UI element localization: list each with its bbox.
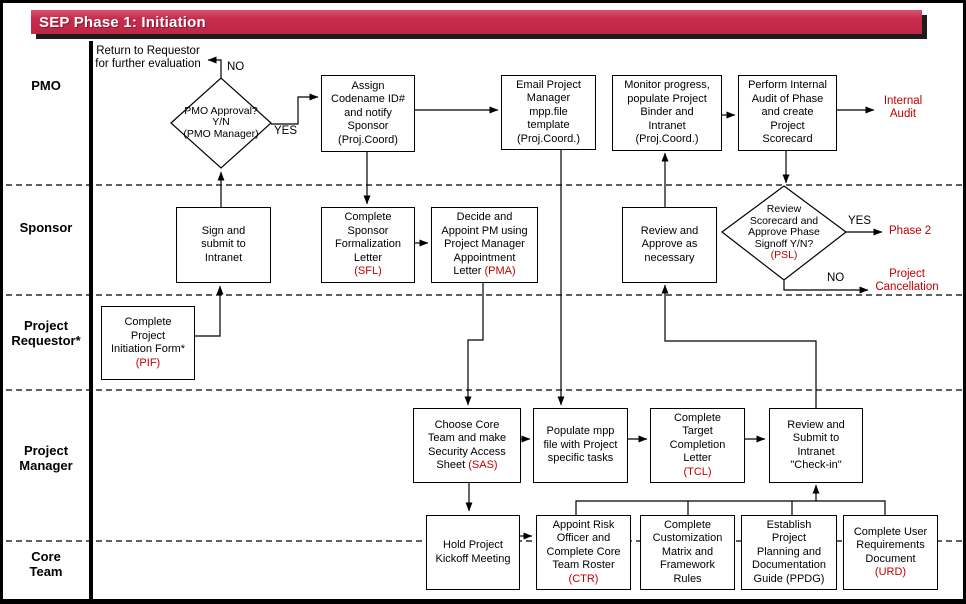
label-yes-signoff: YES bbox=[848, 215, 872, 227]
node-appoint-pm: Decide and Appoint PM using Project Mana… bbox=[431, 207, 538, 283]
node-monitor-progress: Monitor progress, populate Project Binde… bbox=[612, 75, 722, 151]
node-perform-internal-audit: Perform Internal Audit of Phase and crea… bbox=[738, 75, 837, 151]
node-user-requirements-document: Complete User Requirements Document (URD… bbox=[843, 515, 938, 590]
lane-label-separator bbox=[89, 41, 93, 599]
node-review-submit-checkin: Review and Submit to Intranet "Check-in" bbox=[769, 408, 863, 483]
node-assign-codename: Assign Codename ID# and notify Sponsor (… bbox=[321, 75, 415, 152]
lane-label-core-team: Core Team bbox=[29, 549, 63, 579]
terminal-project-cancellation: Project Cancellation bbox=[875, 268, 939, 293]
node-sign-submit-intranet: Sign and submit to Intranet bbox=[176, 207, 271, 283]
page-title: SEP Phase 1: Initiation bbox=[39, 13, 206, 31]
label-yes-approval: YES bbox=[274, 125, 298, 137]
label-no-approval: NO bbox=[227, 61, 245, 73]
node-sponsor-formalization-letter: Complete Sponsor Formalization Letter (S… bbox=[321, 207, 415, 283]
node-customization-matrix: Complete Customization Matrix and Framew… bbox=[640, 515, 735, 590]
terminal-internal-audit: Internal Audit bbox=[883, 95, 923, 120]
lane-label-project-manager: Project Manager bbox=[19, 443, 73, 473]
lane-label-sponsor: Sponsor bbox=[19, 220, 73, 235]
label-no-signoff: NO bbox=[827, 272, 845, 284]
arrows bbox=[193, 56, 886, 540]
terminal-phase-2: Phase 2 bbox=[889, 225, 932, 237]
decision-phase-signoff: Review Scorecard and Approve Phase Signo… bbox=[748, 203, 820, 262]
node-review-approve: Review and Approve as necessary bbox=[622, 207, 717, 283]
node-planning-documentation-guide: Establish Project Planning and Documenta… bbox=[741, 515, 837, 590]
node-target-completion-letter: Complete Target Completion Letter (TCL) bbox=[650, 408, 745, 483]
node-core-team-roster: Appoint Risk Officer and Complete Core T… bbox=[536, 515, 631, 590]
node-choose-core-team: Choose Core Team and make Security Acces… bbox=[413, 408, 521, 483]
decision-shapes bbox=[170, 77, 847, 281]
return-to-requestor-note: Return to Requestor for further evaluati… bbox=[95, 45, 201, 70]
decision-pmo-approval: PMO Approval? Y/N (PMO Manager) bbox=[183, 104, 259, 140]
node-populate-mpp: Populate mpp file with Project specific … bbox=[533, 408, 628, 483]
connector-layer bbox=[6, 56, 963, 542]
lane-label-pmo: PMO bbox=[31, 78, 61, 93]
node-email-project-manager: Email Project Manager mpp.file template … bbox=[501, 75, 596, 150]
decision-pmo-approval-shape bbox=[170, 77, 272, 169]
lane-label-project-requestor: Project Requestor* bbox=[11, 318, 81, 348]
node-project-initiation-form: Complete Project Initiation Form* (PIF) bbox=[101, 306, 195, 380]
title-bar: SEP Phase 1: Initiation bbox=[31, 10, 922, 34]
node-kickoff-meeting: Hold Project Kickoff Meeting bbox=[426, 515, 520, 590]
decision-phase-signoff-shape bbox=[721, 185, 847, 281]
